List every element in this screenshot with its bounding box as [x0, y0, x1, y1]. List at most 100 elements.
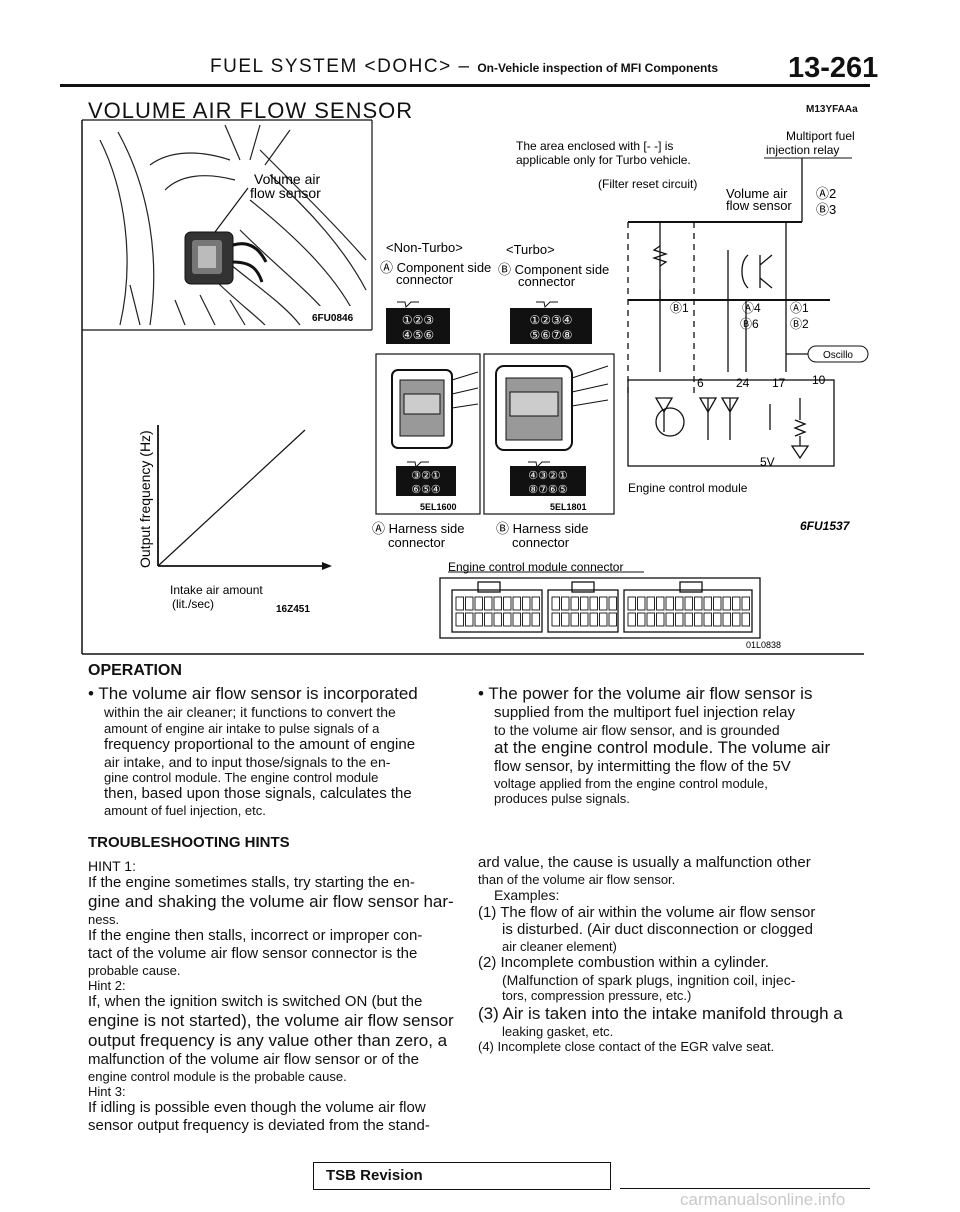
ex1-l2: air cleaner element) — [502, 938, 617, 954]
ex4-l0: (4) Incomplete close contact of the EGR … — [478, 1039, 775, 1055]
pin-a4: Ⓐ4 — [742, 301, 761, 315]
ecm-pin — [531, 612, 540, 627]
op-b1-l5: gine control module. The engine control … — [104, 770, 379, 786]
pins-a-bot: ④⑤⑥ — [402, 328, 434, 342]
ecm-pin — [561, 612, 570, 627]
hint3-label: Hint 3: — [88, 1084, 126, 1100]
code-b: 5EL1801 — [550, 502, 587, 512]
graph-xlabel-2: (lit./sec) — [172, 597, 214, 611]
ecm-pin — [637, 612, 646, 627]
hint2-l4: engine control module is the probable ca… — [88, 1068, 347, 1084]
ecm-pin — [627, 612, 636, 627]
ecm-pin — [522, 596, 531, 611]
ex3-l1: leaking gasket, etc. — [502, 1023, 614, 1039]
ecm-pin — [646, 596, 655, 611]
pin-b1: Ⓑ1 — [670, 301, 689, 315]
relay-label-2: injection relay — [766, 143, 839, 157]
oscillo-box — [807, 345, 869, 363]
ecm-pin — [561, 596, 570, 611]
section-title: VOLUME AIR FLOW SENSOR — [88, 98, 414, 123]
ecm-pin — [684, 612, 693, 627]
ecm-pin — [656, 612, 665, 627]
comp-b-label-1: Ⓑ Component side — [498, 262, 609, 277]
vafs-label-1: Volume air — [726, 186, 788, 201]
ecm-pin — [713, 596, 722, 611]
frequency-graph: Output frequency (Hz) — [137, 425, 332, 570]
header-rule — [60, 84, 870, 87]
hint1-l3: If the engine then stalls, incorrect or … — [88, 927, 423, 945]
hint1-l1: gine and shaking the volume air flow sen… — [88, 891, 454, 911]
pins-a-top: ①②③ — [402, 313, 434, 327]
oscillo-label: Oscillo — [823, 350, 853, 361]
conn-code: 01L0838 — [746, 640, 781, 650]
operation-right-column: • The power for the volume air flow sens… — [478, 684, 858, 807]
ecm-pin — [646, 612, 655, 627]
connector-illustration — [184, 187, 268, 285]
ecm-pin — [580, 612, 589, 627]
watermark: carmanualsonline.info — [680, 1190, 846, 1209]
non-turbo-label: <Non-Turbo> — [386, 240, 463, 255]
term-6: 6 — [697, 376, 704, 390]
term-10: 10 — [812, 373, 826, 387]
hint1-l5: probable cause. — [88, 962, 181, 978]
ecm-label: Engine control module — [628, 481, 748, 495]
photo-label-1: Volume air — [254, 171, 320, 187]
ecm-pin — [484, 596, 493, 611]
troubleshooting-right-column: ard value, the cause is usually a malfun… — [478, 854, 858, 1054]
note-line-1: The area enclosed with [- -] is — [516, 139, 673, 153]
header-subtitle: On-Vehicle inspection of MFI Components — [477, 61, 719, 75]
ex1-l1: is disturbed. (Air duct disconnection or… — [502, 921, 814, 939]
harness-connector-b: ④③②① ⑧⑦⑥⑤ — [510, 461, 586, 496]
sensor-illustration — [99, 124, 367, 326]
op-b2-l6: produces pulse signals. — [494, 791, 630, 807]
ecm-pin — [599, 596, 608, 611]
hint2-l1: engine is not started), the volume air f… — [88, 1010, 454, 1030]
ecm-pin — [465, 612, 474, 627]
op-b1-l6: then, based upon those signals, calculat… — [104, 785, 412, 803]
ecm-pin — [455, 596, 464, 611]
hint2-l0: If, when the ignition switch is switched… — [88, 993, 423, 1011]
ecm-pin — [474, 612, 483, 627]
term-24: 24 — [736, 376, 750, 390]
header-title: FUEL SYSTEM <DOHC> – On-Vehicle inspecti… — [210, 56, 718, 78]
op-b1-l0: • The volume air flow sensor is incorpor… — [88, 684, 418, 703]
pin-b2: Ⓑ2 — [790, 317, 809, 331]
examples-label: Examples: — [494, 887, 560, 904]
ecm-pin — [493, 596, 502, 611]
right-l1: than of the volume air flow sensor. — [478, 871, 676, 887]
ecm-pin — [656, 596, 665, 611]
term-17: 17 — [772, 376, 786, 390]
dash: – — [458, 56, 471, 77]
op-b1-l4: air intake, and to input those/signals t… — [104, 753, 391, 770]
harness-a-label-1: Ⓐ Harness side — [372, 521, 464, 536]
circuit-code: 6FU1537 — [800, 519, 851, 533]
harness-pins-b-bot: ⑧⑦⑥⑤ — [528, 484, 568, 496]
op-b2-l2: to the volume air flow sensor, and is gr… — [494, 721, 780, 738]
ecm-pin — [608, 612, 617, 627]
code-a: 5EL1600 — [420, 502, 457, 512]
hint2-label: Hint 2: — [88, 977, 126, 993]
ex3-l0: (3) Air is taken into the intake manifol… — [478, 1003, 843, 1023]
op-b1-l3: frequency proportional to the amount of … — [104, 735, 416, 753]
ecm-pin — [684, 596, 693, 611]
turbo-label: <Turbo> — [506, 242, 555, 257]
ecm-pin — [512, 596, 521, 611]
v5-label: 5V — [760, 455, 775, 469]
ecm-pin — [722, 612, 731, 627]
comp-a-label-1: Ⓐ Component side — [380, 260, 491, 275]
graph-ylabel: Output frequency (Hz) — [137, 430, 153, 568]
operation-title: OPERATION — [88, 662, 182, 679]
ecm-pin — [580, 596, 589, 611]
pin-b6: Ⓑ6 — [740, 317, 759, 331]
harness-pins-a-bot: ⑥⑤④ — [411, 484, 441, 496]
pins-b-top: ①②③④ — [529, 313, 572, 327]
note-line-2: applicable only for Turbo vehicle. — [516, 153, 691, 167]
ecm-connector-label: Engine control module connector — [448, 560, 623, 574]
comp-a-label-2: connector — [396, 272, 454, 287]
ecm-pin — [570, 596, 579, 611]
ecm-pin — [465, 596, 474, 611]
ecm-pin — [741, 612, 750, 627]
comp-connector-a: ①②③ ④⑤⑥ — [386, 301, 450, 344]
ecm-pin — [522, 612, 531, 627]
system-title: FUEL SYSTEM <DOHC> — [210, 56, 452, 77]
